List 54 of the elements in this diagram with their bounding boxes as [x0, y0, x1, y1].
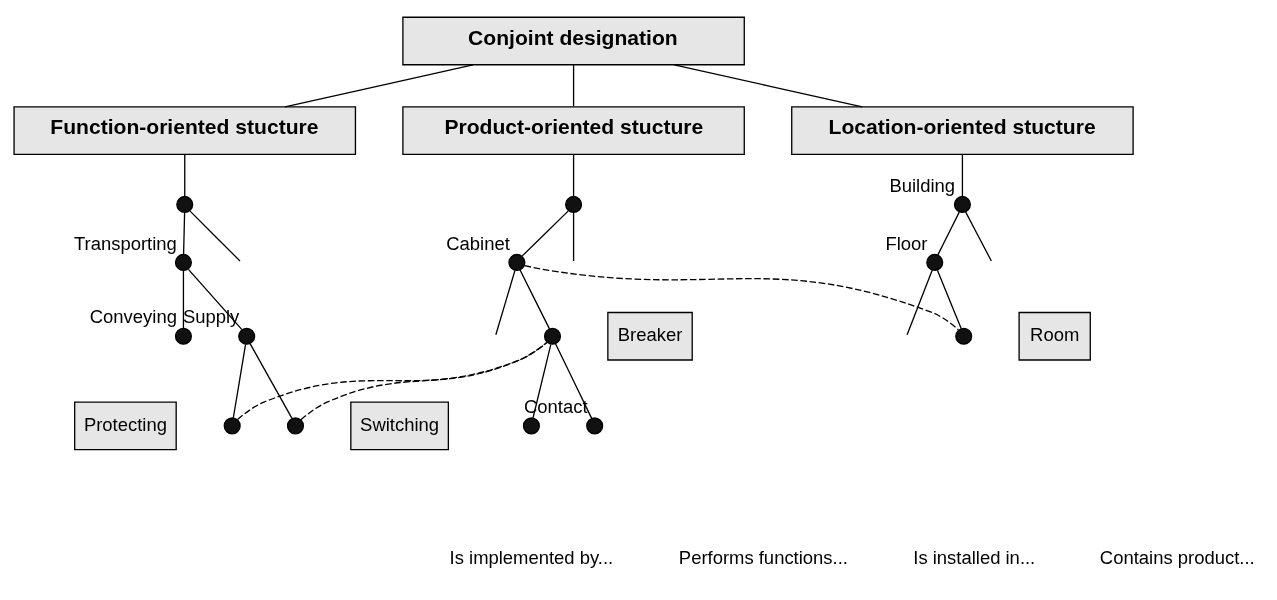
node-label: Cabinet	[446, 232, 510, 254]
node-circle	[508, 253, 526, 271]
connector	[236, 341, 548, 421]
label: Is installed in...	[913, 546, 1036, 568]
connector	[182, 211, 186, 255]
node-circle	[286, 417, 305, 435]
node-circle	[174, 327, 192, 345]
connector	[524, 264, 960, 331]
connector	[521, 210, 569, 257]
node-box: Function-oriented stucture	[13, 106, 357, 155]
connector	[182, 270, 185, 329]
connector	[495, 269, 516, 336]
connector	[965, 211, 992, 262]
connector	[961, 153, 964, 197]
node-circle	[953, 195, 971, 213]
connector	[249, 343, 293, 420]
connector	[936, 269, 962, 330]
connector	[189, 210, 241, 262]
node-circle	[955, 327, 973, 345]
connector	[572, 64, 575, 107]
connector	[532, 343, 552, 419]
node-box: Location-oriented stucture	[791, 106, 1134, 155]
connector	[300, 341, 548, 421]
node-box: Room	[1018, 311, 1091, 361]
node-circle	[238, 327, 256, 345]
node-circle	[926, 253, 944, 271]
connector	[519, 269, 551, 330]
connector	[284, 64, 474, 108]
node-box: Breaker	[607, 311, 693, 361]
node-circle	[586, 417, 604, 435]
connector	[673, 64, 863, 108]
node-circle	[223, 417, 241, 435]
node-label: Floor	[885, 232, 928, 254]
node-circle	[174, 253, 192, 271]
connector	[937, 211, 960, 256]
node-box: Conjoint designation	[402, 16, 745, 66]
connector	[906, 269, 933, 336]
label: Contains product...	[1099, 546, 1255, 568]
node-circle	[176, 195, 194, 213]
node-circle	[543, 327, 562, 345]
node-label: Building	[889, 174, 956, 196]
node-box: Product-oriented stucture	[402, 106, 745, 155]
connector	[232, 343, 247, 419]
node-circle	[565, 195, 583, 213]
connector	[572, 153, 575, 197]
connector	[184, 153, 186, 197]
node-box: Switching	[350, 401, 450, 451]
node-box: Protecting	[74, 401, 177, 451]
label: Performs functions...	[678, 546, 848, 568]
node-circle	[522, 417, 540, 435]
node-label: Conveying	[89, 306, 177, 328]
connector	[572, 211, 575, 262]
label: Is implemented by...	[449, 546, 614, 568]
node-label: Transporting	[74, 232, 177, 254]
